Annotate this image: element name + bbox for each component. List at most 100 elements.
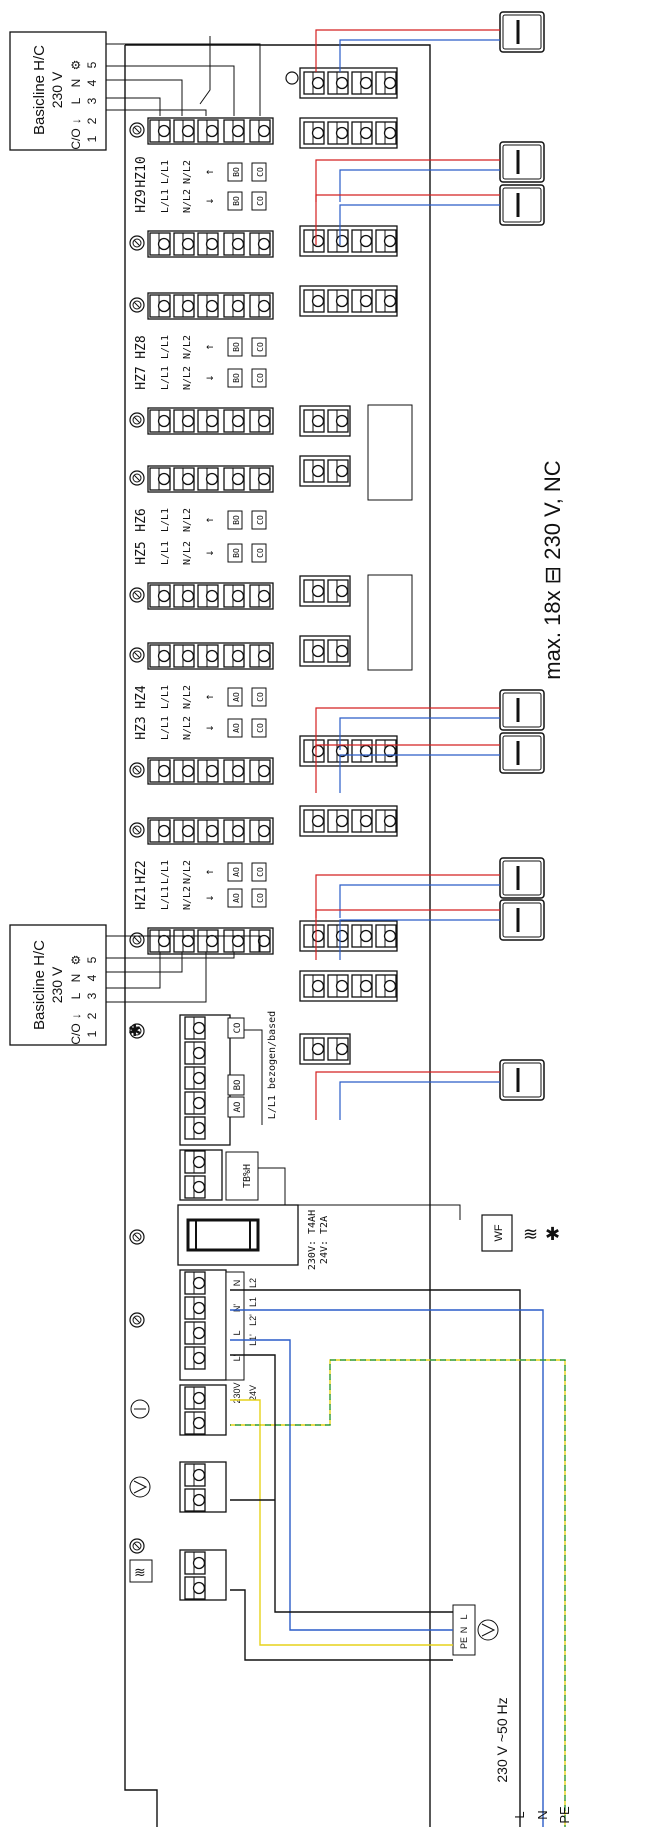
blank-panel [367, 404, 413, 501]
basicline-top-box: Basicline H/C 230 V C/O ↓ L N ⚙ 1 2 3 4 … [9, 31, 107, 151]
zone-n-label: N/L2 [182, 335, 193, 359]
terminal-3 [223, 644, 245, 668]
screw [129, 762, 145, 778]
terminal-3 [223, 119, 245, 143]
zone-row-top [147, 292, 274, 320]
earth-block [130, 1384, 227, 1436]
pump-connector-box: L N PE [452, 1604, 499, 1656]
screw [129, 822, 145, 838]
zone-l-label: L/L1 [160, 189, 171, 213]
max-label: max. 18x ⊟ 230 V, NC [540, 460, 565, 680]
zone-co-label: CO [256, 893, 265, 903]
basicline-top-wires [106, 36, 261, 116]
controller-board [124, 44, 431, 1827]
terminal-4 [249, 119, 271, 143]
bt-label-l: L [69, 97, 83, 104]
zone-row-bottom [147, 230, 274, 258]
relay-block-2 [299, 1033, 351, 1065]
mounting-hole [285, 71, 299, 85]
zone-n-label: N/L2 [182, 886, 193, 910]
zone-name: HZ2 [134, 860, 149, 883]
terminal-2 [197, 409, 219, 433]
relay-block-4 [299, 970, 398, 1002]
terminal-0 [149, 232, 171, 256]
heat-icon-left: ≋ [134, 1564, 146, 1580]
zone-name: HZ4 [134, 685, 149, 709]
zone-down-arrow: ↓ [202, 549, 216, 556]
zone-name: HZ6 [134, 508, 149, 531]
terminal-0 [149, 584, 171, 608]
zone-l-label: L/L1 [160, 685, 171, 709]
zone-name: HZ5 [134, 541, 149, 564]
terminal-4 [249, 819, 271, 843]
blank-panel [367, 574, 413, 671]
zone-l-label: L/L1 [160, 366, 171, 390]
zone-row-bottom [147, 757, 274, 785]
zone-l-label: L/L1 [160, 541, 171, 565]
zone-l-label: L/L1 [160, 160, 171, 184]
zone-ao-bo-label: BO [232, 196, 241, 206]
relay-block-2 [299, 635, 351, 667]
relay-block-2 [299, 575, 351, 607]
zone-row-top [147, 465, 274, 493]
wf-box: WF ≋ ✱ [481, 1214, 560, 1252]
zone-down-arrow: ↓ [202, 374, 216, 381]
co-terminal-label: CO [233, 1023, 243, 1034]
snowflake-icon: ✱ [128, 1023, 141, 1040]
terminal-4 [249, 584, 271, 608]
actuator-icon [498, 1058, 546, 1102]
zone-up-arrow: ↑ [202, 693, 216, 700]
zone-name: HZ9 [134, 189, 149, 212]
zone-ao-bo-label: BO [232, 342, 241, 352]
actuator-icon [498, 10, 546, 54]
actuator-icon [498, 183, 546, 227]
zone-co-label: CO [256, 515, 265, 525]
terminal-4 [249, 644, 271, 668]
relay-block-2 [299, 455, 351, 487]
bt-num-5: 5 [85, 61, 99, 68]
zone-name: HZ7 [134, 366, 149, 389]
supply-label-group: 230 V ~50 Hz L N PE [494, 1697, 572, 1823]
terminal-2 [197, 759, 219, 783]
zone-row-bottom [147, 407, 274, 435]
basicline-mid-wires [106, 935, 261, 1003]
terminal-4 [249, 409, 271, 433]
zone-l-label: L/L1 [160, 886, 171, 910]
bm-num-2: 2 [85, 1012, 99, 1019]
zone-ao-bo-label: BO [232, 548, 241, 558]
screw [129, 932, 145, 948]
zone-ao-bo-label: BO [232, 373, 241, 383]
pt-bot-0: L2 [248, 1278, 258, 1288]
terminal-1 [173, 929, 195, 953]
max-label-group: max. 18x ⊟ 230 V, NC [540, 460, 565, 680]
bt-label-co: C/O [69, 128, 83, 149]
bm-label-down: ↓ [69, 1013, 83, 1019]
zone-ao-bo-label: BO [232, 167, 241, 177]
zone-row-bottom [147, 582, 274, 610]
supply-l: L [512, 1811, 527, 1818]
terminal-2 [197, 467, 219, 491]
terminal-0 [149, 819, 171, 843]
zone-l-label: L/L1 [160, 860, 171, 884]
zone-name: HZ8 [134, 335, 149, 358]
bm-label-n: N [69, 974, 83, 983]
bm-num-4: 4 [85, 974, 99, 981]
terminal-2 [197, 929, 219, 953]
terminal-0 [149, 119, 171, 143]
zone-up-arrow: ↑ [202, 168, 216, 175]
fuse-label-230: 230V: T4AH [307, 1210, 318, 1270]
zone-n-label: N/L2 [182, 508, 193, 532]
zone-co-label: CO [256, 373, 265, 383]
terminal-4 [249, 294, 271, 318]
pump-box-n: N [459, 1627, 469, 1634]
terminal-1 [173, 467, 195, 491]
supply-pe: PE [557, 1806, 572, 1824]
screw [129, 647, 145, 663]
zone-up-arrow: ↑ [202, 343, 216, 350]
zone-n-label: N/L2 [182, 716, 193, 740]
relay-block-4 [299, 735, 398, 767]
terminal-2 [197, 232, 219, 256]
cooling-block: ✱ CO BO AO L/L1 bezogen/based [128, 1011, 278, 1146]
pt-top-1: N' [232, 1304, 242, 1312]
